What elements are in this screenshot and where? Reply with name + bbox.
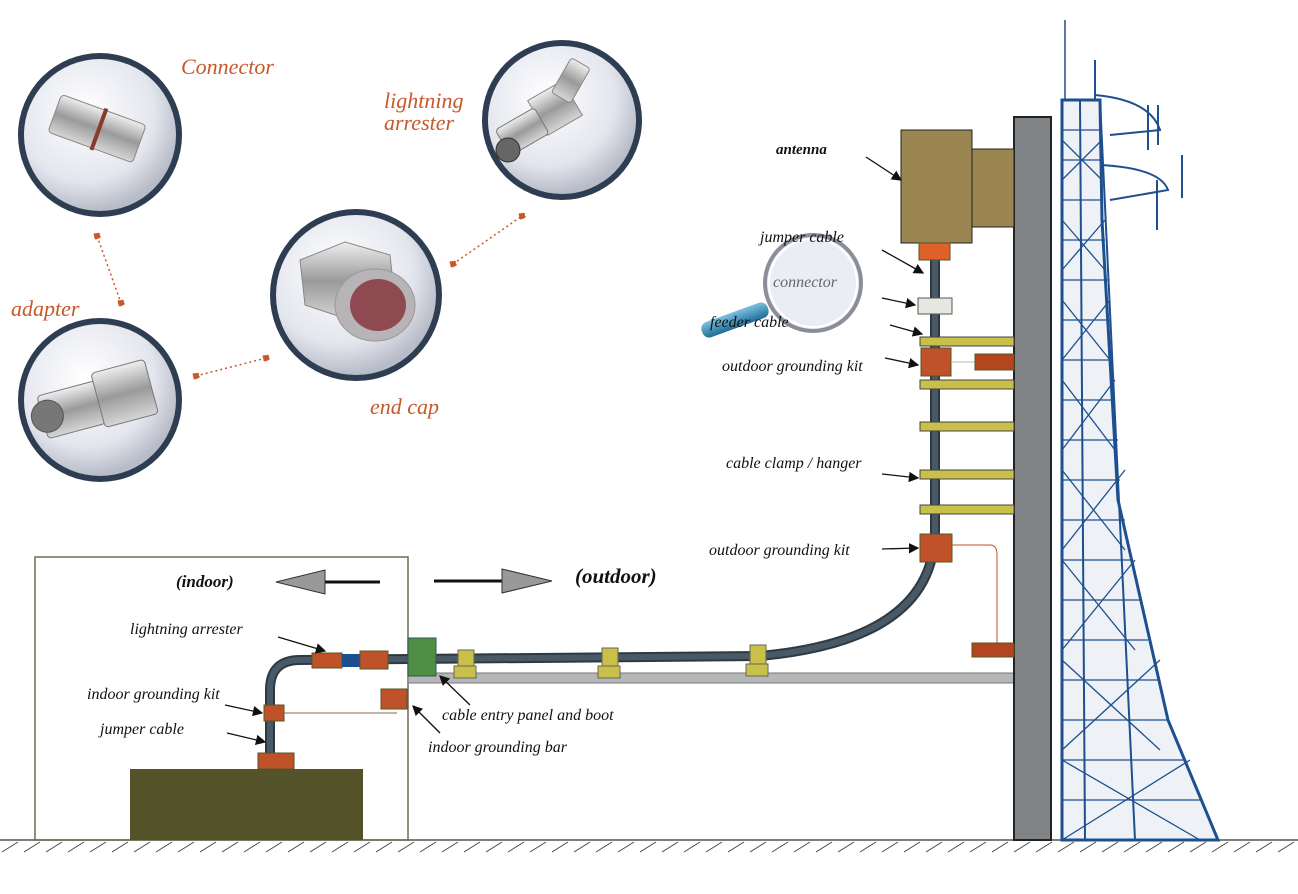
magnifier-icon (701, 233, 863, 338)
indoor-lightning-arrester (311, 652, 343, 669)
cable-tray (407, 672, 1017, 684)
end-cap-label: end cap (370, 394, 440, 419)
mast (1013, 116, 1052, 841)
bubble-links (93, 212, 526, 380)
outdoor-grounding-kit-bottom-label: outdoor grounding kit (709, 542, 850, 559)
outdoor-ground-bar-bottom (971, 642, 1015, 658)
indoor-zone-label: (indoor) (176, 572, 234, 591)
adapter-icon (30, 359, 159, 439)
ground (0, 839, 1298, 855)
equipment-cabinet (130, 769, 363, 840)
indoor-grounding-kit (263, 704, 285, 722)
lightning-arrester-label-line1: lightning (384, 88, 464, 113)
adapter-label: adapter (11, 296, 80, 321)
antenna-label: antenna (776, 142, 827, 158)
outdoor-ground-bar-top (974, 353, 1015, 371)
adapter-bubble (18, 318, 182, 482)
lightning-arrester-bubble (482, 40, 642, 200)
antenna (900, 129, 973, 244)
cable-entry-panel (407, 637, 437, 677)
indoor-jumper-connector (257, 752, 295, 770)
vertical-connector (917, 297, 953, 315)
indoor-grounding-bar (380, 688, 408, 710)
indoor-lightning-arrester-label: lightning arrester (130, 621, 243, 638)
feeder-cable-label: feeder cable (710, 314, 789, 331)
cable-clamp-label: cable clamp / hanger (726, 455, 862, 472)
jumper-cable-outdoor-label: jumper cable (760, 229, 844, 246)
indoor-arrow-icon (275, 569, 380, 595)
outdoor-grounding-kit-top (920, 347, 952, 377)
connector-label: Connector (181, 54, 274, 79)
end-cap-icon (299, 241, 416, 342)
outdoor-zone-label: (outdoor) (575, 564, 657, 588)
outdoor-grounding-kit-top-label: outdoor grounding kit (722, 358, 863, 375)
indoor-grounding-kit-label: indoor grounding kit (87, 686, 220, 703)
indoor-grounding-bar-label: indoor grounding bar (428, 739, 567, 756)
indoor-jumper-cable-label: jumper cable (100, 721, 184, 738)
outdoor-grounding-kit-bottom (919, 533, 953, 563)
horizontal-hangers (453, 644, 769, 679)
outdoor-arrow-icon (434, 568, 553, 594)
lightning-arrester-label: lightning arrester (384, 90, 463, 134)
end-cap-bubble (270, 209, 442, 381)
antenna-connector (918, 242, 951, 261)
connector-icon (48, 95, 146, 163)
cable-entry-panel-label: cable entry panel and boot (442, 707, 614, 724)
vertical-clamps (919, 336, 1015, 515)
label-arrows (224, 156, 925, 745)
lightning-arrester-icon (495, 58, 590, 163)
connector-magnified-label: connector (773, 274, 837, 291)
telecom-tower-icon (1060, 20, 1221, 842)
connector-bubble (18, 53, 182, 217)
lightning-arrester-label-line2: arrester (384, 110, 455, 135)
